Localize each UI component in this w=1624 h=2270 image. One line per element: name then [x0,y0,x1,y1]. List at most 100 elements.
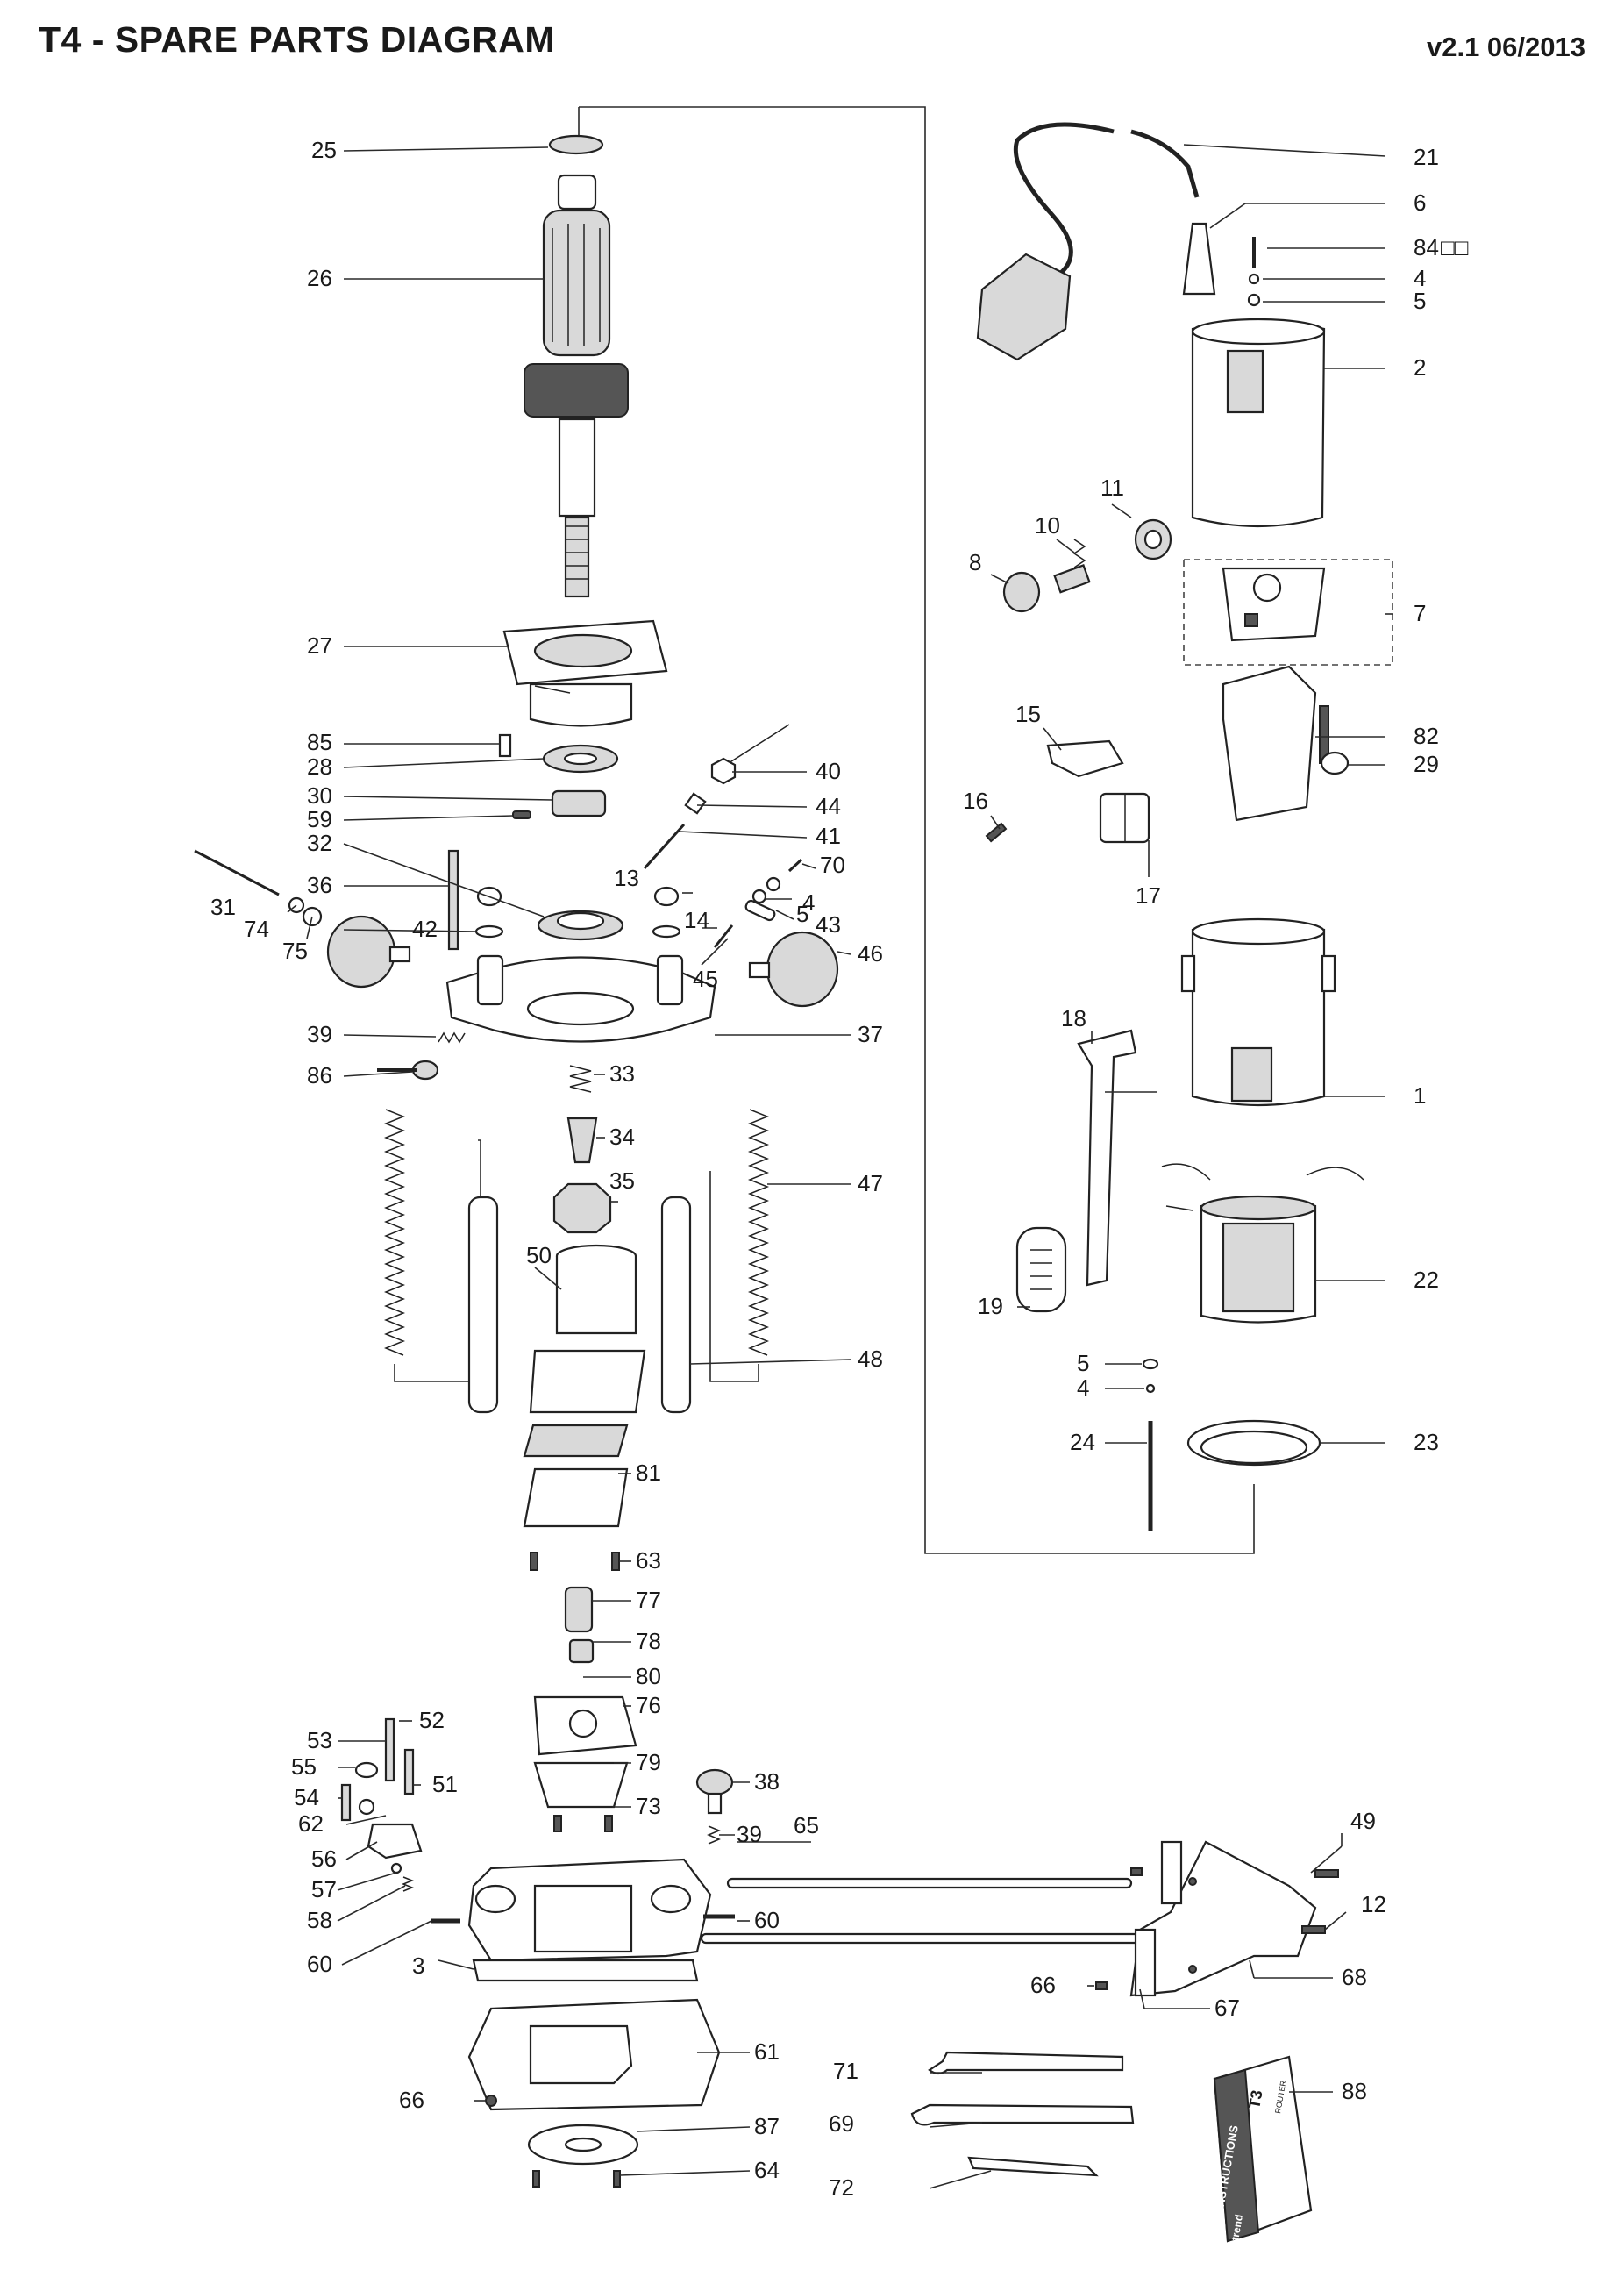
callout-61: 61 [754,2038,780,2065]
parts-artwork: INSTRUCTIONS T3 ROUTER trend [194,106,1393,2243]
callout-36: 36 [307,872,332,898]
stator [1161,1163,1364,1324]
callout-77: 77 [636,1587,661,1613]
callout-39: 39 [307,1021,332,1047]
dust-spout [523,1244,646,1528]
callout-79: 79 [636,1749,661,1775]
callout-72: 72 [829,2174,854,2201]
callout-30: 30 [307,782,332,809]
callout-35: 35 [609,1167,635,1194]
callout-44: 44 [816,793,841,819]
callout-51: 51 [432,1771,458,1797]
callout-82: 82 [1414,723,1439,749]
callout-15: 15 [1015,701,1041,727]
callout-86: 86 [307,1062,332,1089]
callout-6: 6 [1414,189,1426,216]
router-base [467,1858,712,1982]
callout-45: 45 [693,966,718,992]
callout-80: 80 [636,1663,661,1689]
callout-71: 71 [833,2058,858,2084]
callout-2: 2 [1414,354,1426,381]
side-fence [1129,1840,1317,1997]
callout-5-stator: 5 [1077,1350,1089,1376]
callout-48: 48 [858,1346,883,1372]
callout-25: 25 [311,137,337,163]
callout-5-spindle: 5 [796,901,808,927]
callout-54: 54 [294,1784,319,1810]
callout-70: 70 [820,852,845,878]
callout-74: 74 [244,916,269,942]
callout-4-stator: 4 [1077,1374,1089,1401]
callout-5: 5 [1414,288,1426,314]
callout-28: 28 [307,753,332,780]
callout-58: 58 [307,1907,332,1933]
callout-47: 47 [858,1170,883,1196]
callout-4-spindle: 4 [802,889,815,916]
callout-7: 7 [1414,600,1426,626]
motor-body [1180,917,1336,1107]
callout-69: 69 [829,2110,854,2137]
callout-64: 64 [754,2157,780,2183]
callout-39-base: 39 [737,1821,762,1847]
callout-26: 26 [307,265,332,291]
callout-8: 8 [969,549,981,575]
callout-76: 76 [636,1692,661,1718]
version-label: v2.1 06/2013 [1426,32,1585,62]
callout-21: 21 [1414,144,1439,170]
callout-52: 52 [419,1707,445,1733]
callout-37: 37 [858,1021,883,1047]
callout-84: 84 [1414,234,1439,261]
callout-62: 62 [298,1810,324,1837]
booklet-model: T3 [1245,2089,1265,2110]
callout-4: 4 [1414,265,1426,291]
callout-1: 1 [1414,1082,1426,1109]
armature-assembly [524,134,629,598]
callout-32: 32 [307,830,332,856]
callout-24: 24 [1070,1429,1095,1455]
callout-31: 31 [210,894,236,920]
motor-housing-cap [1191,318,1326,528]
callout-50: 50 [526,1242,552,1268]
callout-57: 57 [311,1876,337,1902]
callout-85: 85 [307,729,332,755]
callout-12: 12 [1361,1891,1386,1917]
callout-3: 3 [412,1952,424,1979]
booklet-brand: trend [1229,2214,1245,2242]
callout-60: 60 [754,1907,780,1933]
callout-38: 38 [754,1768,780,1795]
yoke [445,954,716,1043]
callout-41: 41 [816,823,841,849]
callout-29: 29 [1414,751,1439,777]
callout-60-left: 60 [307,1951,332,1977]
callout-27: 27 [307,632,332,659]
callout-75: 75 [282,938,308,964]
callout-68: 68 [1342,1964,1367,1990]
callout-43: 43 [816,911,841,938]
callout-22: 22 [1414,1267,1439,1293]
callout-87: 87 [754,2113,780,2139]
callout-66: 66 [399,2087,424,2113]
callout-81: 81 [636,1460,661,1486]
callout-67: 67 [1214,1995,1240,2021]
callout-63: 63 [636,1547,661,1574]
bearings [498,733,619,819]
callout-49: 49 [1350,1808,1376,1834]
callout-10: 10 [1035,512,1060,539]
callout-42: 42 [412,916,438,942]
plunge-knobs [326,886,839,1008]
needle-bearing [537,910,624,941]
callout-18: 18 [1061,1005,1086,1031]
callout-11: 11 [1100,475,1124,501]
callout-66-fence: 66 [1030,1972,1056,1998]
callout-73: 73 [636,1793,661,1819]
instructions-booklet: INSTRUCTIONS T3 ROUTER trend [1213,2055,1313,2243]
callout-46: 46 [858,940,883,967]
callout-17: 17 [1136,882,1161,909]
callout-34: 34 [609,1124,635,1150]
callout-labels: 1 2 3 4 5 6 7 8 10 11 12 13 14 15 16 17 … [210,137,1469,2201]
callout-88: 88 [1342,2078,1367,2104]
callout-40: 40 [816,758,841,784]
page-title: T4 - SPARE PARTS DIAGRAM [39,19,556,60]
callout-13: 13 [614,865,639,891]
